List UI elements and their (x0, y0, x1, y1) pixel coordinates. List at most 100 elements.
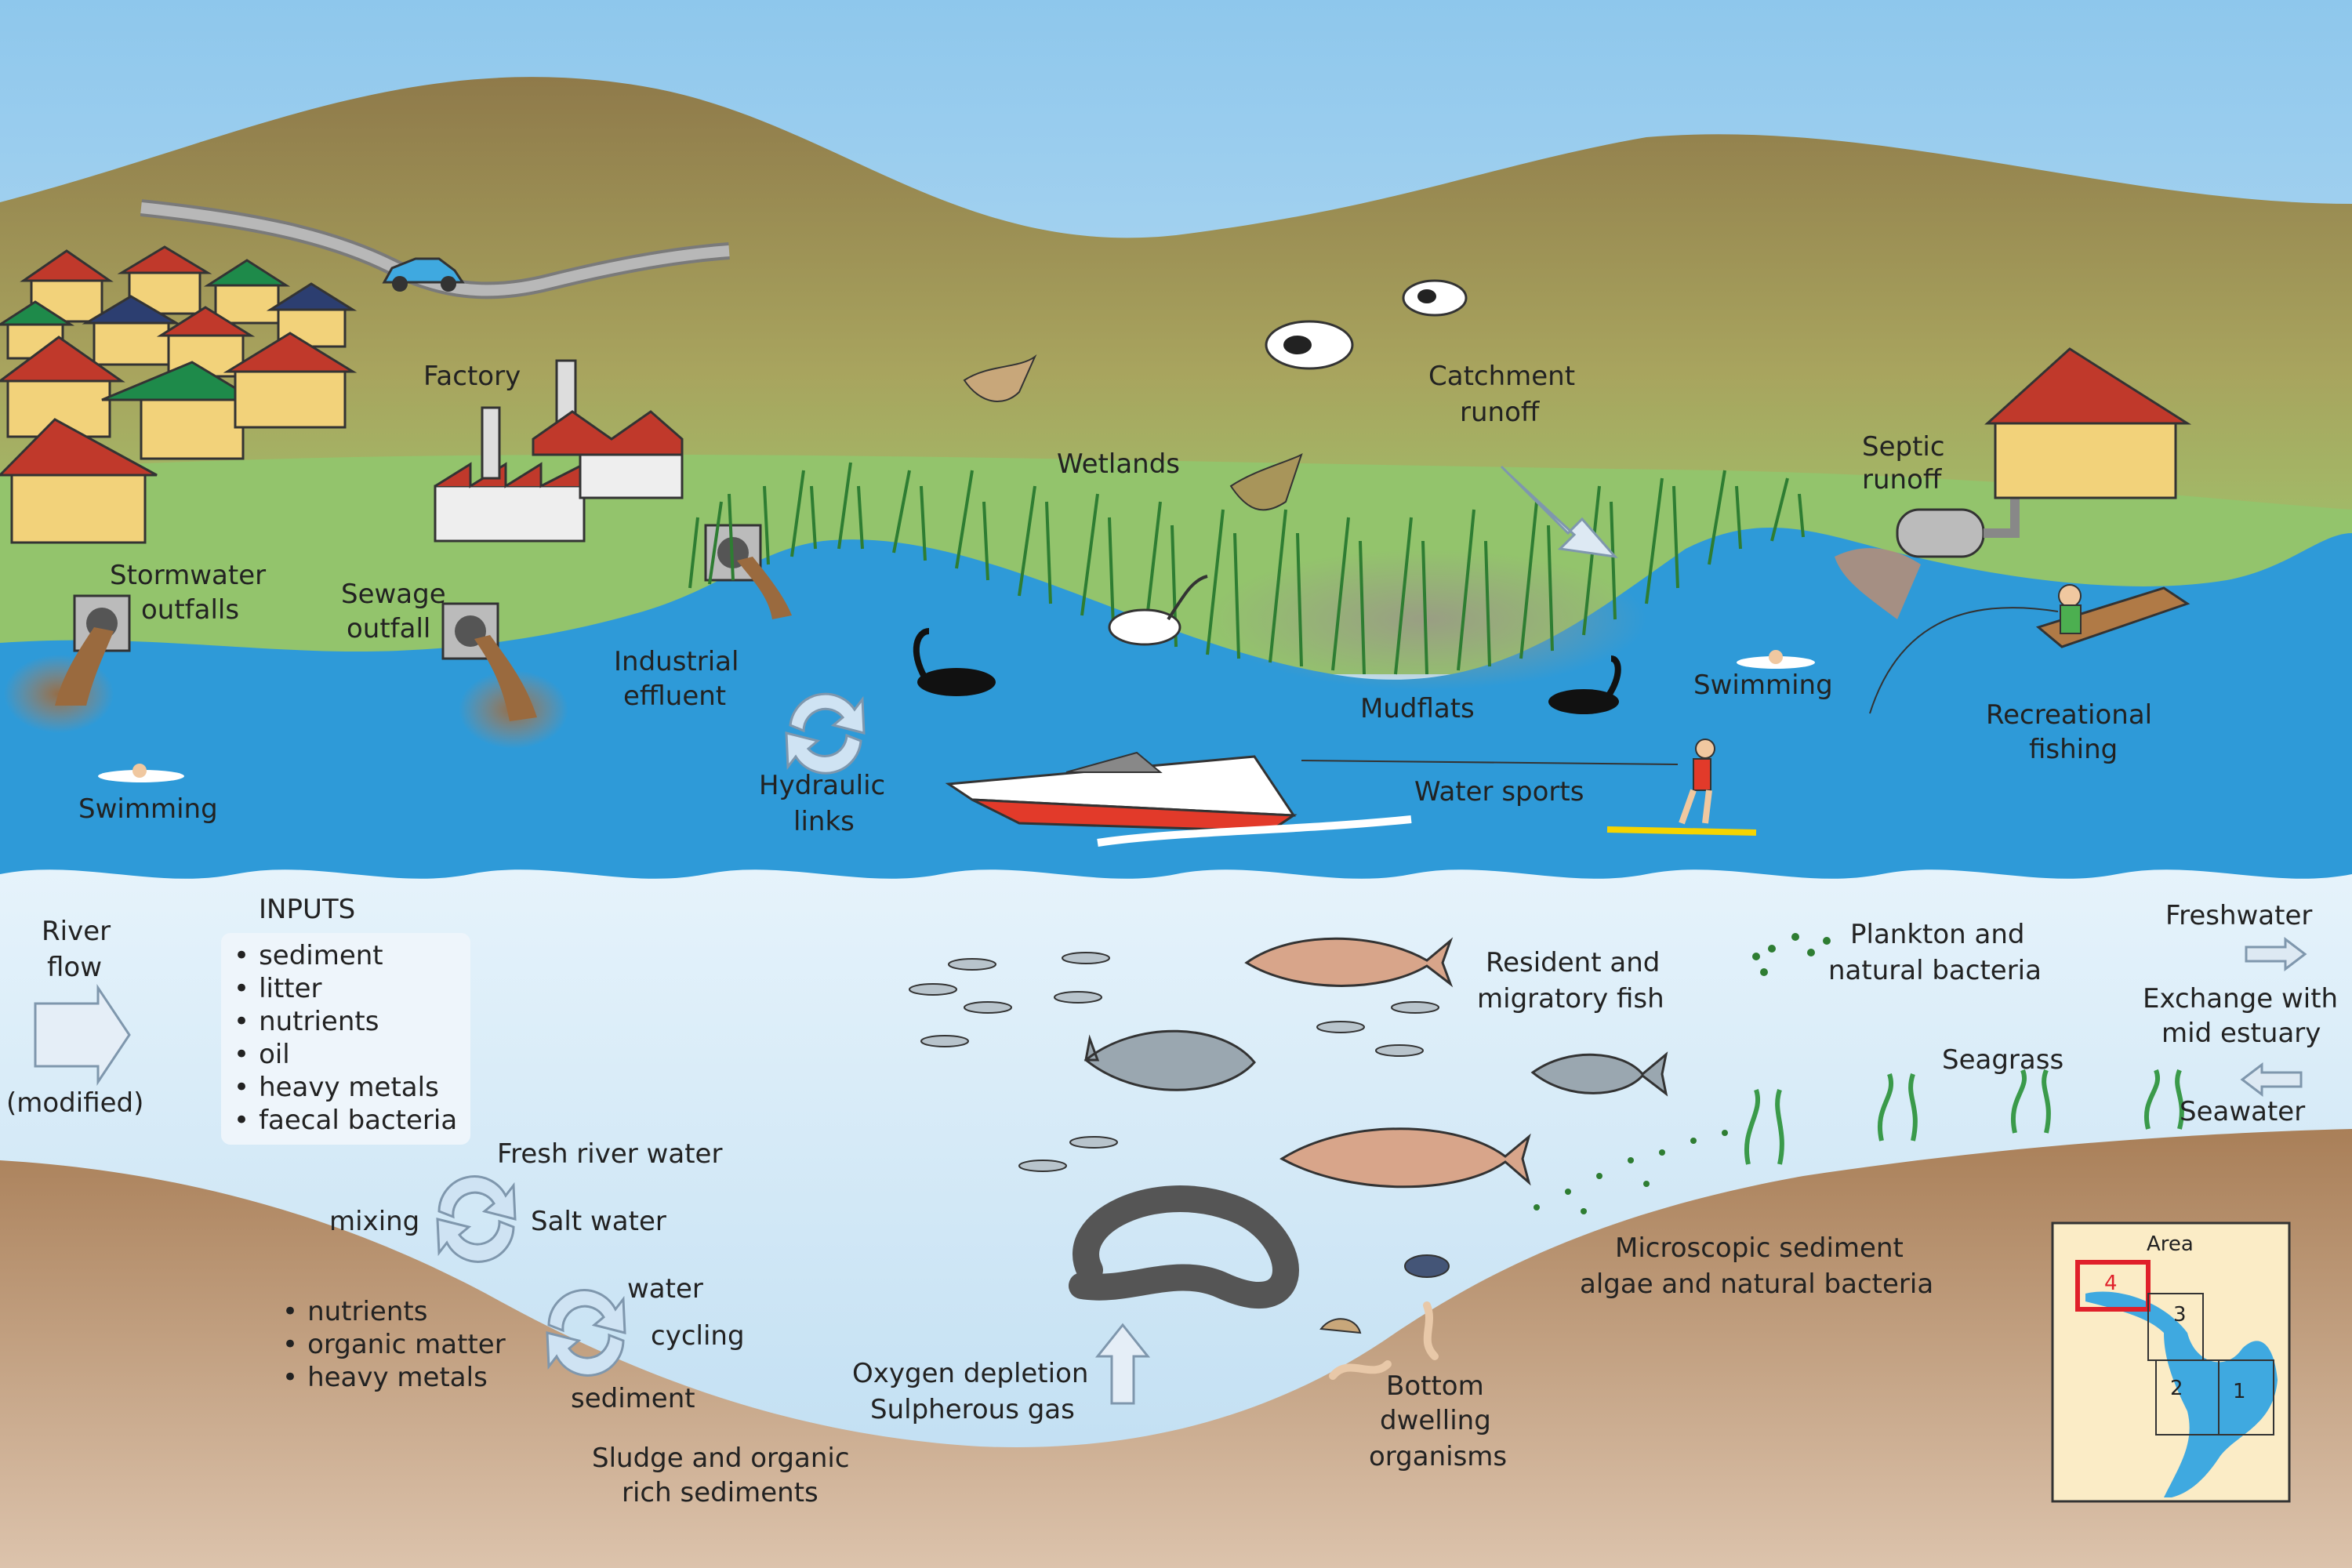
microscopic-label-1: Microscopic sediment (1615, 1232, 1904, 1264)
input-item: litter (234, 972, 457, 1005)
river-flow-label-1: River (42, 916, 111, 947)
inset-zone-4: 4 (2104, 1272, 2118, 1295)
sewage-label-1: Sewage (341, 579, 446, 610)
egret (1108, 575, 1208, 646)
oxygen-label-1: Oxygen depletion (852, 1358, 1089, 1389)
input-item: oil (234, 1038, 457, 1071)
inset-map (2051, 1221, 2291, 1503)
water-cycling-arrows (546, 1289, 626, 1377)
swimming-left-label: Swimming (78, 793, 218, 825)
town (0, 245, 358, 544)
catchment-arrow (1500, 465, 1618, 559)
input-item: sediment (234, 939, 457, 972)
tow-rope (1301, 760, 1679, 765)
sludge-label-1: Sludge and organic (592, 1443, 850, 1474)
car (382, 257, 465, 292)
mudflats-area (1207, 549, 1646, 690)
stormwater-label-1: Stormwater (110, 560, 267, 591)
mudflats-label: Mudflats (1360, 693, 1475, 724)
fresh-river-water-label: Fresh river water (497, 1138, 723, 1170)
recreational-label-1: Recreational (1986, 699, 2153, 731)
salt-water-label: Salt water (531, 1206, 666, 1237)
septic-system (1835, 347, 2192, 619)
trout (1244, 937, 1531, 1189)
river-flow-label-2: flow (47, 952, 103, 983)
hydraulic-label-1: Hydraulic (759, 770, 886, 801)
sediment-item: heavy metals (282, 1361, 506, 1394)
sediment-label: sediment (571, 1383, 695, 1414)
sediment-item: organic matter (282, 1328, 506, 1361)
industrial-label-2: effluent (623, 681, 727, 712)
house (0, 418, 158, 544)
speedboat (945, 751, 1412, 847)
exchange-label-1: Exchange with (2143, 983, 2339, 1014)
stormwater-outfall (4, 594, 131, 733)
septic-label-1: Septic (1862, 431, 1945, 463)
swimmers (98, 650, 1815, 782)
cycling-label: cycling (651, 1320, 745, 1352)
plankton-label-2: natural bacteria (1828, 955, 2042, 986)
water-skier (1606, 739, 1757, 836)
modified-label: (modified) (6, 1087, 144, 1119)
bottom-label-1: Bottom (1386, 1370, 1484, 1402)
factory-building (434, 359, 684, 543)
exchange-label-2: mid estuary (2161, 1018, 2321, 1049)
black-swans (913, 628, 1621, 714)
small-fish-school (909, 952, 1439, 1172)
mixing-label: mixing (329, 1206, 420, 1237)
water-sports-label: Water sports (1414, 776, 1584, 808)
fishing-jetty (1869, 584, 2190, 714)
seawater-in-arrow (2240, 1062, 2303, 1098)
sewage-outfall (441, 602, 568, 749)
bottom-label-3: organisms (1369, 1441, 1508, 1472)
inset-zone-3: 3 (2173, 1303, 2187, 1327)
freshwater-out-arrow (2245, 936, 2307, 972)
river (0, 527, 2352, 894)
septic-label-2: runoff (1862, 464, 1942, 495)
inputs-list: sediment litter nutrients oil heavy meta… (234, 939, 457, 1137)
hydraulic-cycle-arrows (785, 692, 866, 775)
house (82, 295, 181, 366)
sediment-algae (1534, 1130, 1728, 1214)
inset-zone-2: 2 (2170, 1377, 2183, 1400)
seagrass-label: Seagrass (1942, 1044, 2064, 1076)
ducks (963, 354, 1303, 511)
seagrass (1744, 1069, 2184, 1165)
hydraulic-label-2: links (793, 806, 855, 837)
wetlands-label: Wetlands (1057, 448, 1181, 480)
bottom-organisms (1319, 1254, 1450, 1380)
inset-zone-1: 1 (2233, 1380, 2246, 1403)
plankton (1752, 933, 1831, 976)
swimming-right-label: Swimming (1693, 670, 1833, 701)
input-item: faecal bacteria (234, 1104, 457, 1137)
input-item: nutrients (234, 1005, 457, 1038)
stormwater-label-2: outfalls (141, 594, 240, 626)
fish-label-2: migratory fish (1477, 983, 1664, 1014)
freshwater-label: Freshwater (2165, 900, 2313, 931)
house (223, 332, 358, 429)
inset-map-title: Area (2147, 1232, 2194, 1256)
industrial-label-1: Industrial (614, 646, 739, 677)
gas-up-arrow (1094, 1323, 1151, 1405)
sediment-inputs-list: nutrients organic matter heavy metals (282, 1295, 506, 1394)
sludge-label-2: rich sediments (622, 1477, 818, 1508)
cows (1265, 279, 1468, 370)
recreational-label-2: fishing (2029, 734, 2118, 765)
bottom-label-2: dwelling (1380, 1405, 1491, 1436)
seawater-label: Seawater (2180, 1096, 2306, 1127)
microscopic-label-2: algae and natural bacteria (1580, 1269, 1934, 1300)
inputs-title: INPUTS (259, 894, 356, 925)
wetland-reeds (688, 462, 1805, 675)
sediment-item: nutrients (282, 1295, 506, 1328)
input-item: heavy metals (234, 1071, 457, 1104)
mixing-cycle-arrows (436, 1175, 517, 1263)
oxygen-label-2: Sulpherous gas (870, 1394, 1075, 1425)
sediment-floor (0, 1129, 2352, 1568)
factory-label: Factory (423, 361, 521, 392)
fish-label-1: Resident and (1486, 947, 1661, 978)
sewage-label-2: outfall (347, 613, 431, 644)
catchment-label-2: runoff (1460, 397, 1540, 428)
water-label: water (627, 1273, 703, 1305)
